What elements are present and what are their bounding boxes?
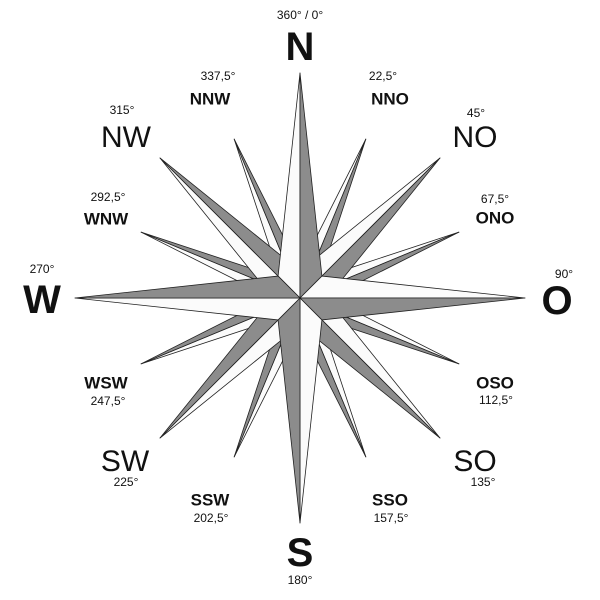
rose-point-o (299, 275, 526, 321)
rose-point-w (74, 275, 301, 321)
rose-point-n-shaded-half (299, 72, 323, 299)
degree-label-s: 180° (287, 573, 313, 587)
degree-label-no: 45° (466, 106, 486, 120)
direction-label-sw: SW (100, 445, 150, 478)
degree-label-wnw: 292,5° (90, 190, 126, 204)
degree-label-so: 135° (470, 475, 496, 489)
rose-point-o-light-half (299, 275, 526, 299)
direction-label-ssw: SSW (190, 490, 230, 510)
direction-label-nw: NW (101, 121, 151, 154)
degree-label-nno: 22,5° (368, 69, 398, 83)
degree-label-n: 360° / 0° (276, 8, 324, 22)
degree-label-sso: 157,5° (373, 511, 409, 525)
degree-label-nw: 315° (109, 103, 135, 117)
direction-label-so: SO (453, 445, 497, 478)
rose-point-s-shaded-half (277, 297, 301, 524)
direction-label-oso: OSO (476, 373, 514, 393)
rose-point-n (277, 72, 323, 299)
rose-point-n-light-half (277, 72, 301, 299)
degree-label-o: 90° (554, 267, 574, 281)
direction-label-s: S (286, 531, 314, 575)
direction-label-nno: NNO (371, 89, 409, 109)
direction-label-no: NO (452, 121, 498, 154)
degree-label-ssw: 202,5° (193, 511, 229, 525)
direction-label-wnw: WNW (83, 209, 129, 229)
rose-point-o-shaded-half (299, 297, 526, 321)
rose-point-w-shaded-half (74, 275, 301, 299)
rose-point-s (277, 297, 323, 524)
direction-label-ono: ONO (475, 208, 515, 228)
direction-label-sso: SSO (372, 490, 408, 510)
rose-point-w-light-half (74, 297, 301, 321)
direction-label-n: N (285, 25, 315, 69)
direction-label-o: O (541, 279, 573, 323)
degree-label-w: 270° (29, 262, 55, 276)
direction-label-w: W (23, 278, 61, 322)
degree-label-wsw: 247,5° (90, 394, 126, 408)
degree-label-ono: 67,5° (480, 192, 510, 206)
degree-label-oso: 112,5° (479, 393, 513, 407)
degree-label-nnw: 337,5° (200, 69, 236, 83)
direction-label-nnw: NNW (189, 89, 231, 109)
rose-point-s-light-half (299, 297, 323, 524)
degree-label-sw: 225° (113, 475, 139, 489)
direction-label-wsw: WSW (84, 373, 128, 393)
